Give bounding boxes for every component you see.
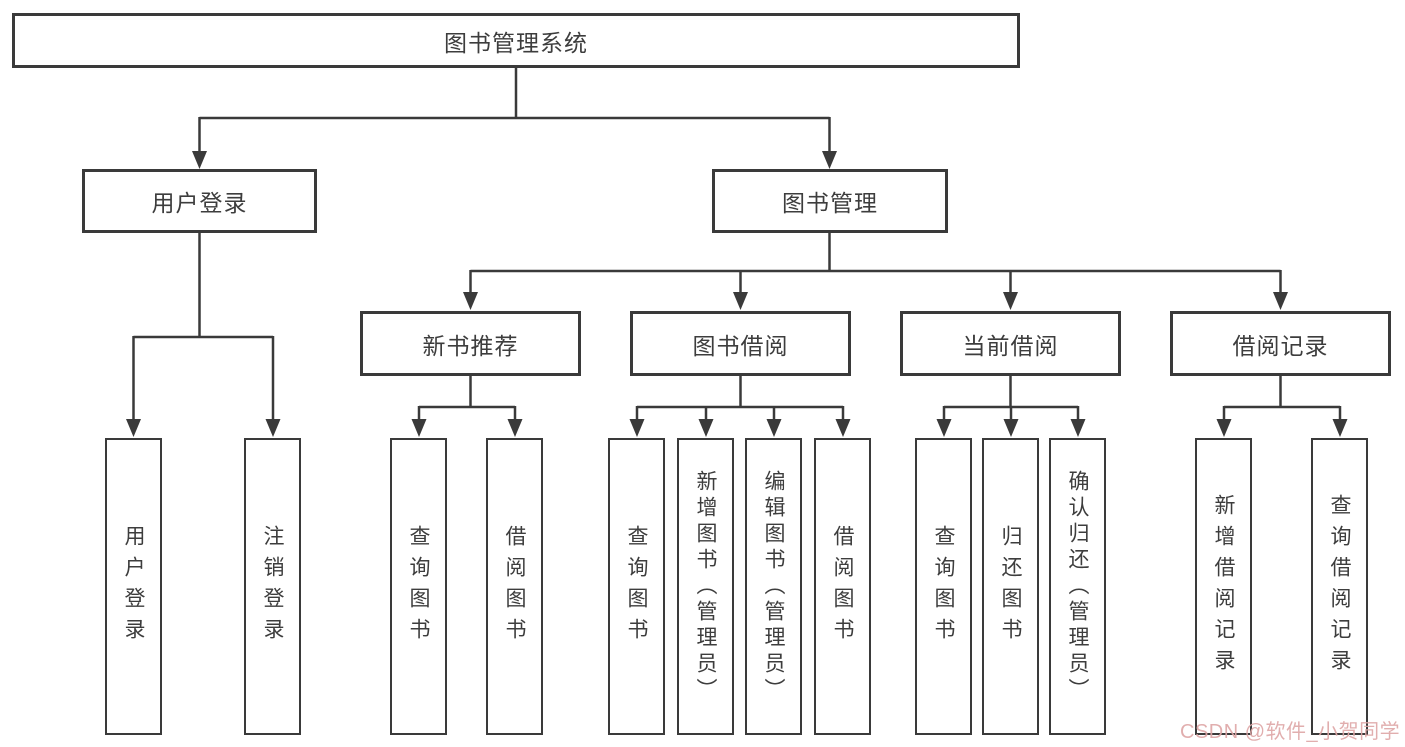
leaf-query-borrow-record: 查询借阅记录 [1311,438,1368,735]
leaf-borrow-books-recommend: 借阅图书 [486,438,543,735]
csdn-watermark: CSDN @软件_小贺同学 [1180,721,1401,743]
leaf-return-books: 归还图书 [982,438,1039,735]
leaf-edit-books-admin: 编辑图书（管理员） [745,438,802,735]
leaf-borrow-books: 借阅图书 [814,438,871,735]
node-book-borrow: 图书借阅 [630,311,851,376]
leaf-add-borrow-record: 新增借阅记录 [1195,438,1252,735]
leaf-logout: 注销登录 [244,438,301,735]
leaf-confirm-return-admin: 确认归还（管理员） [1049,438,1106,735]
leaf-query-books-recommend: 查询图书 [390,438,447,735]
leaf-query-books-current: 查询图书 [915,438,972,735]
leaf-query-books-borrow: 查询图书 [608,438,665,735]
node-book-management: 图书管理 [712,169,948,233]
node-current-borrow: 当前借阅 [900,311,1121,376]
node-borrow-records: 借阅记录 [1170,311,1391,376]
leaf-user-login: 用户登录 [105,438,162,735]
node-new-book-recommend: 新书推荐 [360,311,581,376]
node-user-login: 用户登录 [82,169,317,233]
node-root: 图书管理系统 [12,13,1020,68]
leaf-add-books-admin: 新增图书（管理员） [677,438,734,735]
